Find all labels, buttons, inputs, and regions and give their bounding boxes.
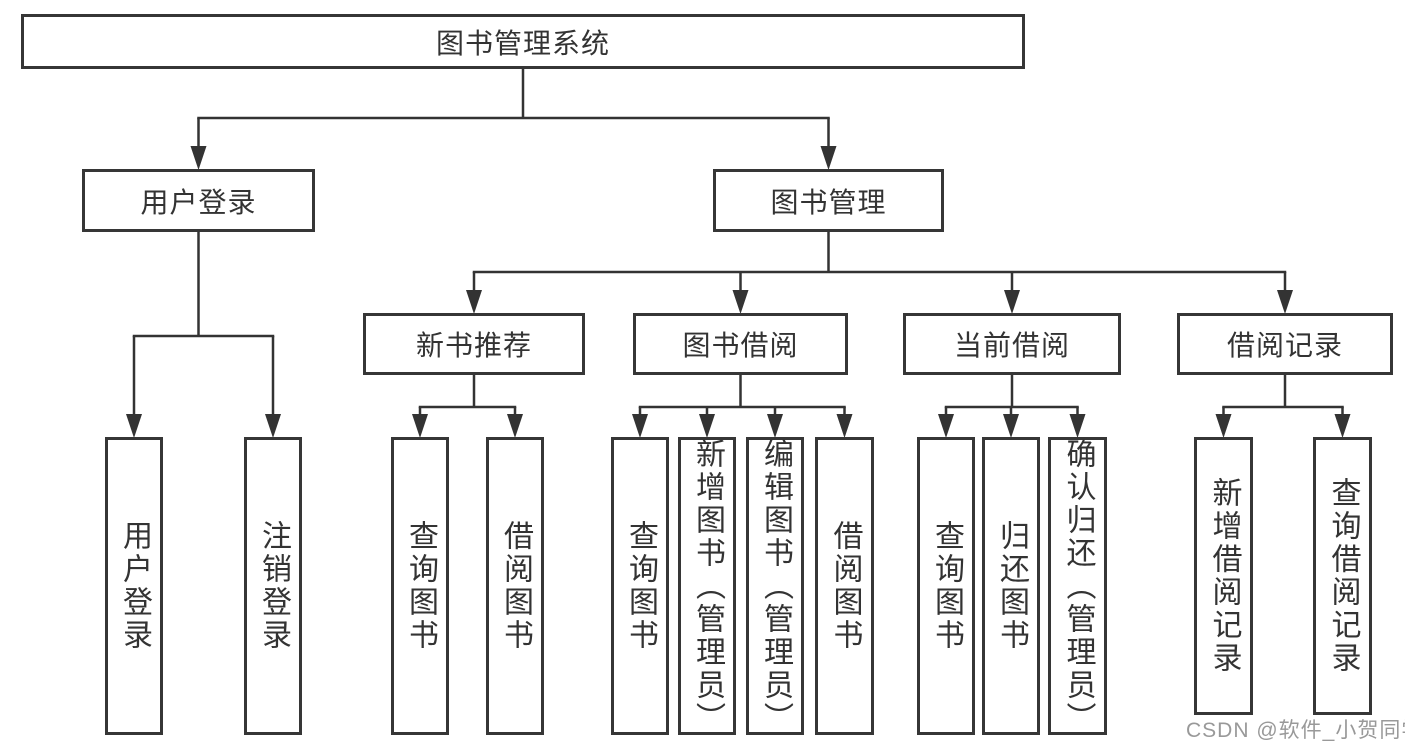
node-label: 新增图书（管理员） bbox=[691, 437, 724, 735]
node-label: 注销登录 bbox=[257, 520, 290, 652]
leaf-edit-books-admin: 编辑图书（管理员） bbox=[746, 437, 804, 735]
node-label: 查询借阅记录 bbox=[1326, 477, 1360, 675]
node-label: 查询图书 bbox=[624, 520, 657, 652]
node-label: 用户登录 bbox=[140, 186, 257, 218]
leaf-borrow-books: 借阅图书 bbox=[815, 437, 874, 735]
node-label: 借阅图书 bbox=[828, 520, 862, 652]
node-label: 查询图书 bbox=[930, 520, 963, 652]
leaf-query-books: 查询图书 bbox=[917, 437, 975, 735]
node-label: 确认归还（管理员） bbox=[1061, 437, 1095, 735]
node-library-management-system: 图书管理系统 bbox=[21, 14, 1025, 69]
node-label: 新增借阅记录 bbox=[1207, 477, 1241, 675]
node-label: 用户登录 bbox=[118, 520, 151, 652]
node-label: 查询图书 bbox=[404, 520, 437, 652]
node-label: 图书管理系统 bbox=[435, 27, 610, 59]
leaf-query-books: 查询图书 bbox=[611, 437, 669, 735]
node-user-login: 用户登录 bbox=[82, 169, 315, 232]
leaf-logout: 注销登录 bbox=[244, 437, 302, 735]
leaf-borrow-books: 借阅图书 bbox=[486, 437, 544, 735]
node-borrow-records: 借阅记录 bbox=[1177, 313, 1393, 375]
leaf-add-borrow-record: 新增借阅记录 bbox=[1194, 437, 1253, 715]
node-book-management: 图书管理 bbox=[713, 169, 944, 232]
node-current-borrowing: 当前借阅 bbox=[903, 313, 1121, 375]
leaf-query-books: 查询图书 bbox=[391, 437, 449, 735]
node-label: 借阅图书 bbox=[499, 520, 532, 652]
leaf-add-books-admin: 新增图书（管理员） bbox=[678, 437, 736, 735]
node-new-book-recommend: 新书推荐 bbox=[363, 313, 585, 375]
node-label: 新书推荐 bbox=[415, 330, 532, 361]
leaf-query-borrow-record: 查询借阅记录 bbox=[1313, 437, 1372, 715]
node-label: 图书借阅 bbox=[682, 330, 799, 361]
node-label: 归还图书 bbox=[995, 520, 1028, 652]
node-book-borrowing: 图书借阅 bbox=[633, 313, 848, 375]
leaf-confirm-return-admin: 确认归还（管理员） bbox=[1048, 437, 1107, 735]
csdn-watermark: CSDN @软件_小贺同学 bbox=[1186, 719, 1405, 742]
leaf-user-login: 用户登录 bbox=[105, 437, 163, 735]
node-label: 借阅记录 bbox=[1226, 330, 1343, 361]
leaf-return-books: 归还图书 bbox=[982, 437, 1040, 735]
node-label: 编辑图书（管理员） bbox=[759, 437, 792, 735]
node-label: 图书管理 bbox=[770, 186, 887, 218]
node-label: 当前借阅 bbox=[953, 330, 1070, 361]
